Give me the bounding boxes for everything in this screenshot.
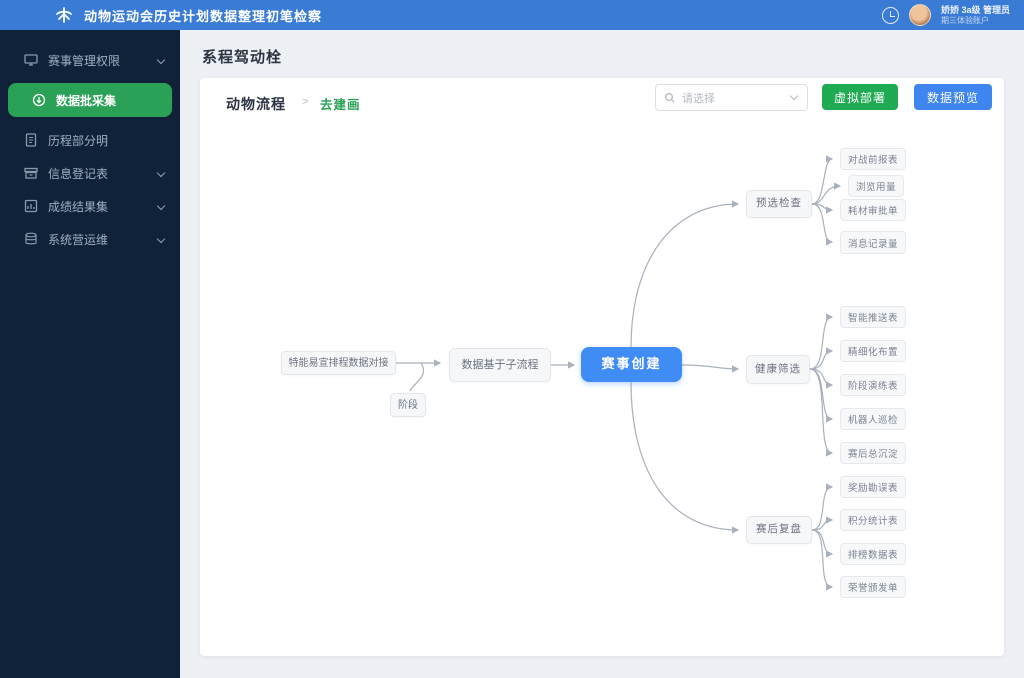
monitor-icon [24,53,38,67]
flow-leaf[interactable]: 消息记录量 [840,231,906,254]
preview-button[interactable]: 数据预览 [914,84,992,110]
sidebar-item-permissions[interactable]: 赛事管理权限 [0,47,180,73]
flow-branch-2[interactable]: 健康筛选 [746,355,810,384]
sidebar-item-label: 历程部分明 [48,133,109,148]
flow-branch-1[interactable]: 预选检查 [746,190,812,218]
sidebar-item-label: 信息登记表 [48,166,109,181]
flow-node-main[interactable]: 赛事创建 [581,347,682,382]
sidebar-item-label: 系统营运维 [48,232,109,247]
create-diagram-link[interactable]: 去建画 [320,98,361,112]
flow-leaf[interactable]: 赛后总沉淀 [840,442,906,464]
logo-icon [54,6,74,24]
deploy-button[interactable]: 虚拟部署 [822,84,898,110]
database-icon [24,232,38,246]
flow-leaf[interactable]: 智能推送表 [840,306,906,328]
user-name: 娇娇 3a级 管理员 [940,4,1010,15]
flow-leaf[interactable]: 对战前报表 [840,148,906,170]
sidebar-item-label: 数据批采集 [56,93,117,108]
flow-leaf[interactable]: 阶段演练表 [840,374,906,396]
avatar[interactable] [908,4,931,26]
document-icon [24,133,38,147]
chevron-down-icon [156,234,166,244]
sidebar-item-history[interactable]: 历程部分明 [0,127,180,153]
search-icon [664,92,675,103]
page-title: 系程驾动栓 [202,49,283,66]
help-icon[interactable] [881,6,899,24]
sidebar-item-registry[interactable]: 信息登记表 [0,160,180,186]
flow-leaf[interactable]: 荣誉颁发单 [840,576,906,598]
flow-node-stage[interactable]: 阶段 [390,393,426,417]
flow-leaf[interactable]: 排榜数据表 [840,543,906,565]
chart-icon [24,199,38,213]
chevron-down-icon [156,168,166,178]
select-placeholder: 请选择 [682,92,715,105]
sidebar-item-data-collection[interactable]: 数据批采集 [8,83,172,117]
flow-branch-3[interactable]: 赛后复盘 [746,516,812,544]
app-title: 动物运动会历史计划数据整理初笔检察 [84,8,323,24]
sidebar-item-label: 赛事管理权限 [48,53,121,68]
flow-panel: 动物流程 > 去建画 请选择 虚拟部署 数据预览 [200,78,1004,656]
main-content: 系程驾动栓 动物流程 > 去建画 请选择 虚拟部署 数据预览 [180,30,1024,678]
flow-leaf[interactable]: 奖励勘误表 [840,476,906,498]
flow-leaf[interactable]: 积分统计表 [840,509,906,531]
user-info[interactable]: 娇娇 3a级 管理员 期三体验账户 [941,5,1010,25]
chevron-down-icon [789,91,799,101]
user-subtitle: 期三体验账户 [940,15,989,25]
flow-leaf[interactable]: 浏览用量 [848,175,904,197]
sidebar-item-system-ops[interactable]: 系统营运维 [0,226,180,252]
chevron-down-icon [156,55,166,65]
archive-icon [24,166,38,180]
top-header: 动物运动会历史计划数据整理初笔检察 娇娇 3a级 管理员 期三体验账户 [0,0,1024,30]
breadcrumb-separator: > [302,96,309,108]
chevron-down-icon [156,201,166,211]
flow-leaf[interactable]: 精细化布置 [840,340,906,362]
flow-panel-title: 动物流程 [226,96,286,112]
flow-node-middle[interactable]: 数据基于子流程 [449,348,551,382]
flow-leaf[interactable]: 机器人巡检 [840,408,906,430]
flow-select[interactable]: 请选择 [655,84,808,111]
sidebar-item-label: 成绩结果集 [48,199,109,214]
sidebar: 赛事管理权限 数据批采集 历程部分明 信息登记表 成 [0,30,180,678]
flow-node-start[interactable]: 特能易宣排程数据对接 [281,351,396,375]
collect-icon [32,93,46,107]
flow-leaf[interactable]: 耗材审批单 [840,199,906,221]
sidebar-item-results[interactable]: 成绩结果集 [0,193,180,219]
